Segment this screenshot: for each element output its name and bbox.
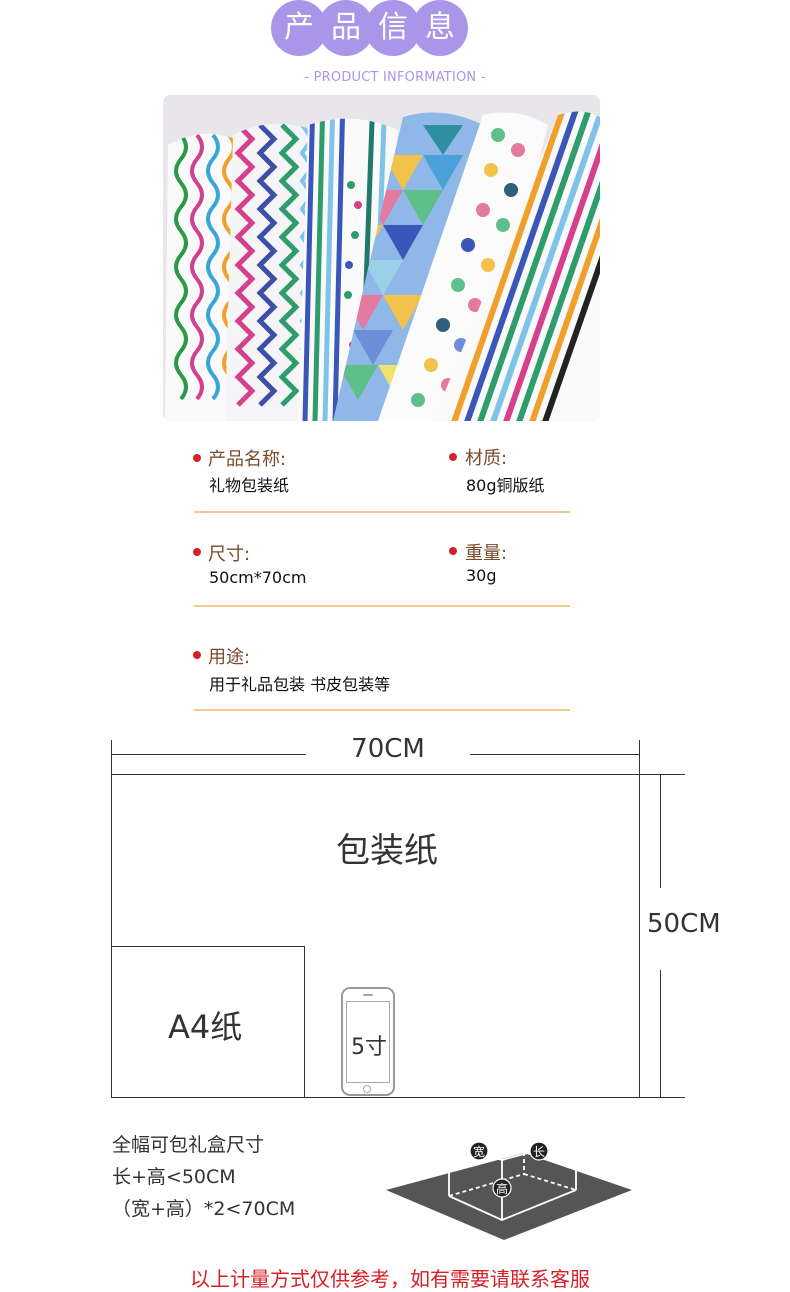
- paper-label: 包装纸: [336, 831, 438, 871]
- phone-speaker: [363, 994, 373, 996]
- note-line-1: 全幅可包礼盒尺寸: [112, 1134, 265, 1156]
- box-height-tag: 高: [495, 1182, 508, 1196]
- weight-label: 重量:: [465, 543, 508, 564]
- footer-disclaimer: 以上计量方式仅供参考，如有需要请联系客服: [190, 1267, 590, 1291]
- divider: [194, 709, 570, 711]
- paper-left-edge: [111, 774, 112, 1098]
- note-line-2: 长+高<50CM: [112, 1166, 236, 1188]
- box-width-tag: 宽: [472, 1145, 485, 1159]
- paper-right-edge: [639, 774, 640, 1098]
- box-length-tag: 长: [532, 1145, 545, 1159]
- bullet-dot: [449, 547, 457, 555]
- title-char-4: 息: [412, 0, 468, 56]
- material-value: 80g铜版纸: [466, 476, 545, 495]
- bullet-dot: [193, 548, 201, 556]
- width-label: 70CM: [351, 734, 425, 764]
- size-value: 50cm*70cm: [209, 568, 307, 587]
- material-label: 材质:: [465, 448, 508, 469]
- title-char-1: 产: [271, 0, 327, 56]
- bullet-dot: [449, 453, 457, 461]
- title-char-2: 品: [318, 0, 374, 56]
- width-dimension-line: [111, 754, 306, 755]
- gift-box-icon: [386, 1123, 632, 1240]
- paper-top-edge: [111, 774, 685, 775]
- weight-value: 30g: [466, 566, 497, 585]
- a4-right-edge: [304, 946, 305, 1098]
- section-subtitle: - PRODUCT INFORMATION -: [304, 70, 486, 85]
- phone-home-button: [363, 1085, 371, 1093]
- dimension-tick-right: [639, 740, 640, 775]
- wrapping-paper-rolls-photo: [163, 95, 600, 421]
- divider: [194, 605, 570, 607]
- bullet-dot: [193, 651, 201, 659]
- gift-box-diagram: 宽 长 高: [384, 1118, 634, 1243]
- size-label: 尺寸:: [208, 544, 251, 565]
- dimension-tick-left: [111, 740, 112, 775]
- height-dimension-line: [660, 774, 661, 888]
- name-label: 产品名称:: [208, 449, 287, 470]
- phone-screen: [346, 1001, 390, 1083]
- width-dimension-line: [470, 754, 639, 755]
- name-value: 礼物包装纸: [209, 476, 290, 495]
- note-line-3: （宽+高）*2<70CM: [112, 1198, 296, 1220]
- height-label: 50CM: [647, 909, 721, 939]
- bullet-dot: [193, 454, 201, 462]
- usage-label: 用途:: [208, 647, 251, 668]
- phone-label: 5寸: [351, 1035, 387, 1060]
- phone-outline: [341, 987, 395, 1096]
- divider: [194, 511, 570, 513]
- a4-label: A4纸: [168, 1008, 243, 1046]
- height-dimension-line: [660, 970, 661, 1097]
- a4-top-edge: [111, 946, 305, 947]
- title-char-3: 信: [365, 0, 421, 56]
- usage-value: 用于礼品包装 书皮包装等: [209, 675, 391, 694]
- paper-bottom-edge: [111, 1097, 685, 1098]
